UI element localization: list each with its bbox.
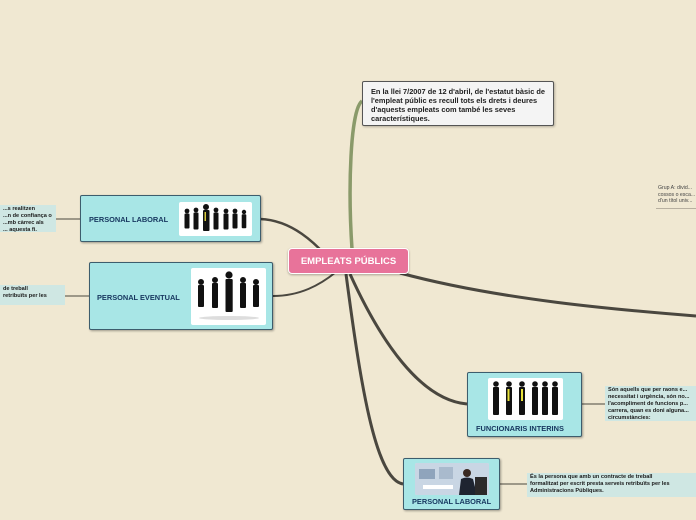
note-personal-laboral-bottom[interactable]: És la persona que amb un contracte de tr… bbox=[527, 473, 696, 497]
note-personal-eventual[interactable]: de treball retribuïts per les bbox=[0, 285, 65, 305]
central-topic[interactable]: EMPLEATS PÚBLICS bbox=[288, 248, 409, 274]
people-silhouettes-icon bbox=[198, 271, 259, 320]
note-personal-laboral-left[interactable]: ...s realitzen ...n de confiança o ...mb… bbox=[0, 205, 56, 232]
intro-note[interactable]: En la llei 7/2007 de 12 d'abril, de l'es… bbox=[362, 81, 554, 126]
office-work-image bbox=[415, 463, 489, 495]
topic-personal-laboral-left[interactable]: PERSONAL LABORAL bbox=[80, 195, 261, 242]
people-group-image bbox=[488, 378, 563, 420]
people-group-image bbox=[191, 268, 266, 325]
office-worker-icon bbox=[415, 463, 489, 495]
link-interins bbox=[348, 273, 468, 406]
link-eventual bbox=[272, 271, 337, 297]
people-group-image bbox=[179, 202, 252, 236]
group-a-note[interactable]: Grup A: divid... cossos o esca... d'un t… bbox=[656, 185, 696, 209]
topic-personal-laboral-bottom[interactable]: PERSONAL LABORAL bbox=[403, 458, 500, 510]
topic-label: FUNCIONARIS INTERINS bbox=[476, 424, 564, 433]
central-topic-label: EMPLEATS PÚBLICS bbox=[300, 255, 397, 267]
topic-label: PERSONAL EVENTUAL bbox=[97, 293, 180, 302]
topic-funcionaris-interins[interactable]: FUNCIONARIS INTERINS bbox=[467, 372, 582, 437]
people-silhouettes-icon bbox=[493, 381, 558, 415]
people-silhouettes-icon bbox=[184, 204, 247, 231]
topic-label: PERSONAL LABORAL bbox=[89, 215, 169, 224]
note-funcionaris-interins[interactable]: Són aquells que per raons e... necessita… bbox=[605, 386, 696, 421]
link-right bbox=[399, 271, 696, 318]
topic-personal-eventual[interactable]: PERSONAL EVENTUAL bbox=[89, 262, 273, 330]
link-intro bbox=[348, 99, 364, 250]
topic-label: PERSONAL LABORAL bbox=[412, 497, 492, 506]
link-laboral-bottom bbox=[344, 273, 404, 486]
intro-note-text: En la llei 7/2007 de 12 d'abril, de l'es… bbox=[371, 87, 545, 123]
